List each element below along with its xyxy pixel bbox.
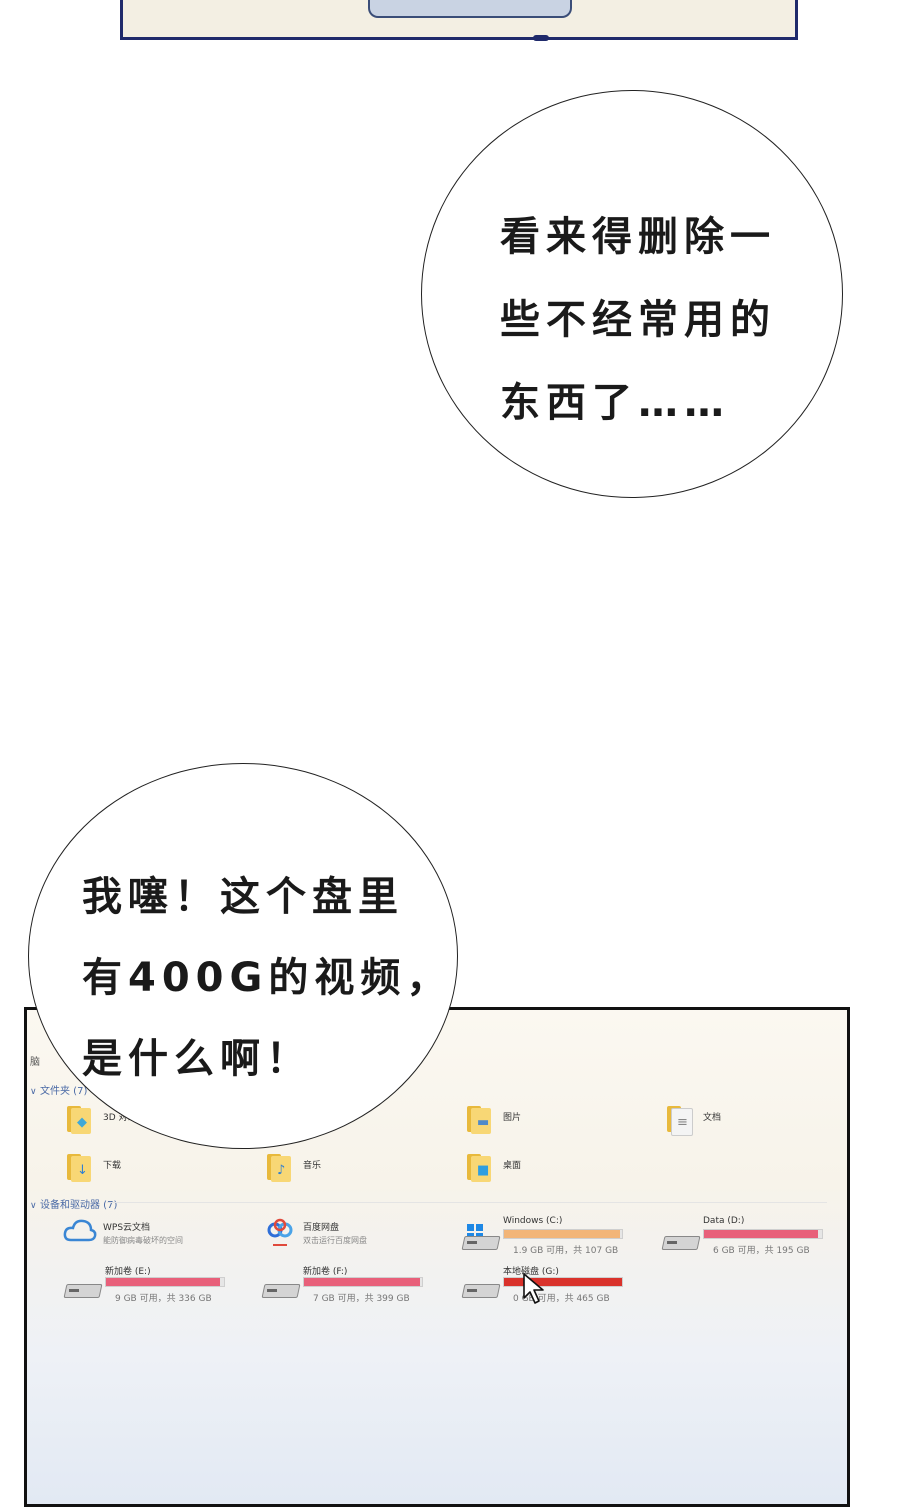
top-panel-knob [533, 35, 549, 41]
drive-name: Data (D:) [703, 1216, 745, 1226]
hard-drive-icon [261, 1278, 301, 1300]
hard-drive-icon [63, 1278, 103, 1300]
drive-usage-bar [503, 1277, 623, 1287]
hard-drive-icon [461, 1278, 501, 1300]
speech-bubble-top-text: 看来得删除一些不经常用的东西了…… [500, 196, 776, 445]
cloud-sub: 能防御病毒破坏的空间 [103, 1236, 183, 1245]
bubble-line: 看来得删除一 [500, 214, 776, 260]
folder-pictures[interactable]: ▬ 图片 [467, 1104, 521, 1134]
windows-drive-icon [461, 1224, 501, 1252]
section-divider [107, 1202, 827, 1203]
drive-caption: 9 GB 可用，共 336 GB [115, 1294, 212, 1304]
wps-cloud-icon [63, 1219, 97, 1242]
music-folder-icon: ♪ [267, 1152, 293, 1182]
speech-bubble-top [421, 90, 843, 498]
address-fragment: 脑 [30, 1057, 40, 1068]
cloud-name: WPS云文档 [103, 1223, 151, 1233]
folders-section-header[interactable]: ∨文件夹 (7) [30, 1082, 87, 1097]
drive-name: 新加卷 (E:) [105, 1267, 151, 1277]
drive-usage-bar [105, 1277, 225, 1287]
folder-label: 文档 [703, 1113, 722, 1123]
folder-label: 音乐 [303, 1161, 322, 1171]
folder-downloads[interactable]: ↓ 下载 [67, 1152, 121, 1182]
drive-name: 本地磁盘 (G:) [503, 1267, 559, 1277]
speech-bubble-bottom-text: 我噻！这个盘里有400G的视频， 是什么啊！ [82, 857, 452, 1100]
bubble-line: 些不经常用的 [500, 297, 776, 343]
drive-caption: 7 GB 可用，共 399 GB [313, 1294, 410, 1304]
drive-caption: 1.9 GB 可用，共 107 GB [513, 1246, 619, 1256]
folder-desktop[interactable]: ■ 桌面 [467, 1152, 521, 1182]
cloud-name: 百度网盘 [303, 1223, 340, 1233]
pictures-folder-icon: ▬ [467, 1104, 493, 1134]
folder-label: 下载 [103, 1161, 122, 1171]
downloads-folder-icon: ↓ [67, 1152, 93, 1182]
top-panel-button [368, 0, 572, 18]
drive-usage-bar [303, 1277, 423, 1287]
chevron-down-icon: ∨ [30, 1087, 37, 1097]
folder-label: 3D 对象 [103, 1113, 137, 1123]
bubble-line: 有400G的视频， [82, 955, 453, 1001]
folder-label: 桌面 [503, 1161, 522, 1171]
chevron-down-icon: ∨ [30, 1201, 37, 1211]
folder-music[interactable]: ♪ 音乐 [267, 1152, 321, 1182]
hard-drive-icon [661, 1230, 701, 1252]
folder-label: 图片 [503, 1113, 522, 1123]
section-label: 文件夹 (7) [40, 1086, 88, 1097]
drive-caption: 6 GB 可用，共 195 GB [713, 1246, 810, 1256]
bubble-line: 是什么啊！ [82, 1036, 312, 1082]
desktop-folder-icon: ■ [467, 1152, 493, 1182]
bubble-line: 东西了…… [500, 380, 730, 426]
drive-usage-bar [503, 1229, 623, 1239]
speech-bubble-bottom [28, 763, 458, 1149]
baidu-netdisk-icon [267, 1218, 293, 1246]
drive-usage-bar [703, 1229, 823, 1239]
section-label: 设备和驱动器 (7) [40, 1200, 118, 1211]
bubble-line: 我噻！这个盘里 [82, 874, 404, 920]
drive-name: 新加卷 (F:) [303, 1267, 348, 1277]
folder-documents[interactable]: ≡ 文档 [667, 1104, 722, 1136]
cloud-baidu[interactable]: 百度网盘 双击运行百度网盘 [265, 1218, 367, 1248]
devices-section-header[interactable]: ∨设备和驱动器 (7) [30, 1196, 117, 1211]
folder-3d-objects[interactable]: ◆ 3D 对象 [67, 1104, 137, 1134]
cloud-wps[interactable]: WPS云文档 能防御病毒破坏的空间 [63, 1218, 183, 1246]
top-panel-fragment [120, 0, 798, 41]
3d-objects-folder-icon: ◆ [67, 1104, 93, 1134]
mouse-pointer-icon [523, 1273, 544, 1304]
cloud-sub: 双击运行百度网盘 [303, 1236, 367, 1245]
drive-caption: 0 GB 可用，共 465 GB [513, 1294, 610, 1304]
documents-folder-icon: ≡ [667, 1104, 693, 1136]
drive-name: Windows (C:) [503, 1216, 563, 1226]
